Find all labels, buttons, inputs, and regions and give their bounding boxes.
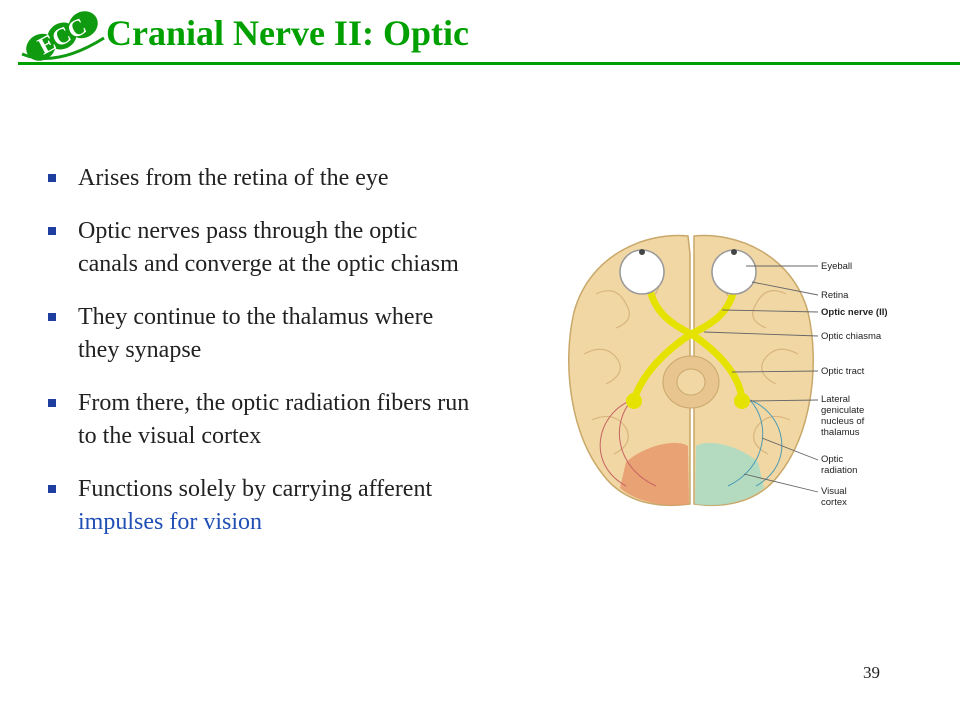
label-optic-tract: Optic tract [821,366,865,377]
bullet-text: They continue to the thalamus where they… [78,304,434,363]
svg-text:ECC: ECC [34,14,91,61]
bullet-item: They continue to the thalamus where they… [44,301,474,367]
bullet-text: Functions solely by carrying afferent [78,476,433,502]
label-lgn-line2: geniculate [821,405,864,416]
bullet-square-icon [48,313,56,321]
label-cortex-line1: Visual [821,486,847,497]
bullet-square-icon [48,174,56,182]
bullet-text: Arises from the retina of the eye [78,165,389,191]
visual-cortex-left [620,442,689,506]
bullet-square-icon [48,399,56,407]
right-eyeball [711,249,757,295]
page-title: Cranial Nerve II: Optic [106,13,469,53]
bullet-item: Arises from the retina of the eye [44,162,474,195]
brain-right-hemisphere [693,234,814,507]
bullet-item: Optic nerves pass through the optic cana… [44,215,474,281]
bullet-text: Optic nerves pass through the optic cana… [78,218,459,277]
title-divider [18,62,960,65]
label-radiation-line1: Optic [821,454,843,465]
label-optic-nerve: Optic nerve (II) [821,307,888,318]
bullet-highlight: impulses for vision [78,509,262,535]
left-eyeball [619,249,665,295]
brain-left-hemisphere [568,234,691,507]
bullet-list: Arises from the retina of the eye Optic … [44,162,474,559]
label-cortex-line2: cortex [821,497,847,508]
label-lgn-line4: thalamus [821,427,860,438]
page-number: 39 [863,663,880,682]
visual-cortex-right [695,442,764,506]
bullet-square-icon [48,485,56,493]
ecc-logo: ECC [21,11,105,61]
bullet-square-icon [48,227,56,235]
bullet-item: From there, the optic radiation fibers r… [44,387,474,453]
label-radiation-line2: radiation [821,465,857,476]
label-optic-chiasma: Optic chiasma [821,331,882,342]
label-lgn-line1: Lateral [821,394,850,405]
bullet-item: Functions solely by carrying afferent im… [44,473,474,539]
label-eyeball: Eyeball [821,261,852,272]
label-lgn-line3: nucleus of [821,416,865,427]
optic-pathway-figure: Eyeball Retina Optic nerve (II) Optic ch… [568,234,888,508]
bullet-text: From there, the optic radiation fibers r… [78,390,470,449]
label-retina: Retina [821,290,849,301]
